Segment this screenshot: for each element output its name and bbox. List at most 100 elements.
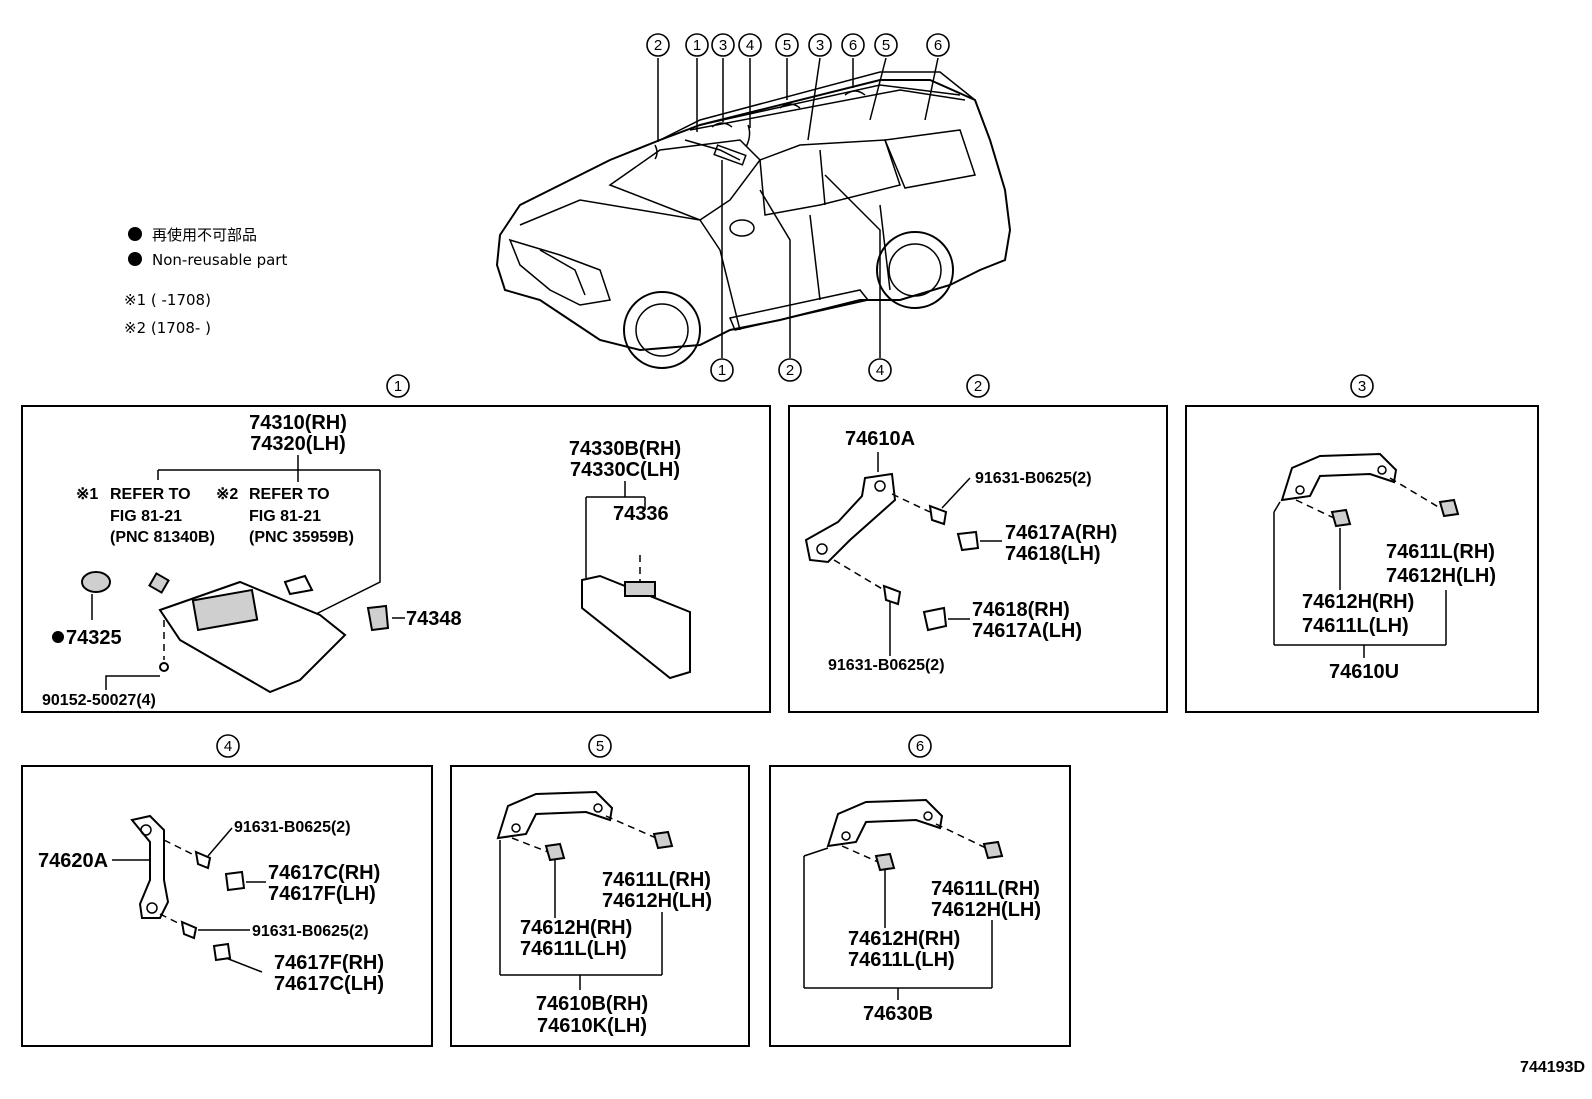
assy-rh: 74610B(RH) bbox=[536, 993, 648, 1015]
callout-circle: 4 bbox=[738, 33, 762, 57]
cap-left-lh: 74611L(LH) bbox=[1302, 615, 1409, 637]
cap-a-rh: 74617C(RH) bbox=[268, 862, 380, 884]
cap-b-rh: 74618(RH) bbox=[972, 599, 1070, 621]
bracket-pn: 74620A bbox=[38, 850, 108, 872]
panel-2: 74610A 91631-B0625(2) 74617A(RH) 74618(L… bbox=[788, 405, 1168, 713]
cap-a-lh: 74617F(LH) bbox=[268, 883, 376, 905]
svg-text:1: 1 bbox=[394, 378, 402, 395]
screw-top-pn: 91631-B0625(2) bbox=[975, 470, 1092, 487]
callout-circle: 3 bbox=[711, 33, 735, 57]
svg-text:1: 1 bbox=[693, 37, 701, 54]
callout-circle: 1 bbox=[685, 33, 709, 57]
grip-handle-icon bbox=[496, 790, 614, 840]
holder-icon bbox=[81, 571, 111, 593]
grip-handle-icon bbox=[826, 798, 944, 848]
visor-pn-rh: 74310(RH) bbox=[249, 412, 347, 434]
callout-circle: 4 bbox=[868, 358, 892, 382]
refer1-b: FIG 81-21 bbox=[110, 508, 182, 525]
cap-left-rh: 74612H(RH) bbox=[848, 928, 960, 950]
cap-right-icon bbox=[652, 830, 674, 850]
nonreusable-dot-icon bbox=[52, 631, 64, 643]
screw-bottom-pn: 91631-B0625(2) bbox=[828, 657, 945, 674]
cap-right-rh: 74611L(RH) bbox=[1386, 541, 1495, 563]
nonreusable-dot-icon bbox=[128, 227, 142, 241]
svg-text:6: 6 bbox=[849, 37, 857, 54]
legend-jp: 再使用不可部品 bbox=[152, 226, 257, 244]
car-leader-lines bbox=[657, 57, 939, 358]
cap-a-lh: 74618(LH) bbox=[1005, 543, 1101, 565]
clip-icon bbox=[366, 604, 390, 632]
screw-bottom-pn: 91631-B0625(2) bbox=[252, 923, 369, 940]
svg-text:1: 1 bbox=[718, 362, 726, 379]
clip-pn: 74348 bbox=[406, 608, 462, 630]
callout-circle: 2 bbox=[646, 33, 670, 57]
panel-6: 74611L(RH) 74612H(LH) 74612H(RH) 74611L(… bbox=[769, 765, 1071, 1047]
cap-a-rh: 74617A(RH) bbox=[1005, 522, 1117, 544]
refer2-b: FIG 81-21 bbox=[249, 508, 321, 525]
visor-cover-icon bbox=[581, 574, 691, 680]
cap-b-icon bbox=[212, 942, 232, 962]
holder-pn: 74325 bbox=[66, 627, 122, 649]
cap-right-icon bbox=[982, 840, 1004, 860]
svg-text:5: 5 bbox=[596, 738, 604, 755]
panel-1-frame bbox=[21, 405, 771, 713]
panel-number-circle: 6 bbox=[908, 734, 932, 758]
callout-circle: 1 bbox=[710, 358, 734, 382]
panel-5: 74611L(RH) 74612H(LH) 74612H(RH) 74611L(… bbox=[450, 765, 750, 1047]
cap-right-lh: 74612H(LH) bbox=[1386, 565, 1496, 587]
legend: 再使用不可部品 Non-reusable part ※1 ( -1708) ※2… bbox=[124, 226, 287, 337]
cover-pn-lh: 74330C(LH) bbox=[570, 459, 680, 481]
panel-4-frame bbox=[21, 765, 433, 1047]
panel-3-frame bbox=[1185, 405, 1539, 713]
screw-top-pn: 91631-B0625(2) bbox=[234, 819, 351, 836]
cap-right-rh: 74611L(RH) bbox=[602, 869, 711, 891]
svg-text:3: 3 bbox=[1358, 378, 1366, 395]
figure-code: 744193D bbox=[1520, 1059, 1585, 1076]
cap-left-rh: 74612H(RH) bbox=[520, 917, 632, 939]
cap-left-icon bbox=[874, 852, 896, 872]
svg-text:2: 2 bbox=[786, 362, 794, 379]
lamp-bracket-icon bbox=[283, 574, 314, 596]
assy-pn: 74610U bbox=[1329, 661, 1399, 683]
panel-number-circle: 3 bbox=[1350, 374, 1374, 398]
panel-number-circle: 2 bbox=[966, 374, 990, 398]
cap-left-rh: 74612H(RH) bbox=[1302, 591, 1414, 613]
refer2-c: (PNC 35959B) bbox=[249, 529, 354, 546]
cap-left-lh: 74611L(LH) bbox=[848, 949, 955, 971]
refer1-mark: ※1 bbox=[76, 486, 98, 503]
cap-b-icon bbox=[922, 606, 948, 632]
svg-text:3: 3 bbox=[719, 37, 727, 54]
svg-text:4: 4 bbox=[746, 37, 754, 54]
suv-illustration bbox=[495, 71, 1012, 369]
lamp-part-icon bbox=[148, 572, 170, 594]
cover-pn-rh: 74330B(RH) bbox=[569, 438, 681, 460]
callout-circle: 3 bbox=[808, 33, 832, 57]
panel-4: 74620A 91631-B0625(2) 74617C(RH) 74617F(… bbox=[21, 765, 433, 1047]
cap-left-icon bbox=[1330, 508, 1352, 528]
visor-pn-lh: 74320(LH) bbox=[250, 433, 346, 455]
cap-b-lh: 74617A(LH) bbox=[972, 620, 1082, 642]
svg-text:5: 5 bbox=[783, 37, 791, 54]
legend-en: Non-reusable part bbox=[152, 251, 287, 269]
svg-text:5: 5 bbox=[882, 37, 890, 54]
bracket-pn: 74610A bbox=[845, 428, 915, 450]
assy-pn: 74630B bbox=[863, 1003, 933, 1025]
svg-text:2: 2 bbox=[974, 378, 982, 395]
nonreusable-dot-icon bbox=[128, 252, 142, 266]
callout-circle: 5 bbox=[874, 33, 898, 57]
svg-text:6: 6 bbox=[934, 37, 942, 54]
cap-right-lh: 74612H(LH) bbox=[602, 890, 712, 912]
panel-6-frame bbox=[769, 765, 1071, 1047]
refer2-a: REFER TO bbox=[249, 486, 330, 503]
refer1-a: REFER TO bbox=[110, 486, 191, 503]
assy-lh: 74610K(LH) bbox=[537, 1015, 647, 1037]
callout-circle: 6 bbox=[926, 33, 950, 57]
callout-circle: 2 bbox=[778, 358, 802, 382]
panel-number-circle: 5 bbox=[588, 734, 612, 758]
svg-text:4: 4 bbox=[876, 362, 884, 379]
panel-5-frame bbox=[450, 765, 750, 1047]
car-bottom-callouts: 1 2 4 bbox=[710, 358, 892, 382]
svg-text:3: 3 bbox=[816, 37, 824, 54]
screw-bottom-icon bbox=[882, 584, 902, 606]
cap-right-icon bbox=[1438, 498, 1460, 518]
